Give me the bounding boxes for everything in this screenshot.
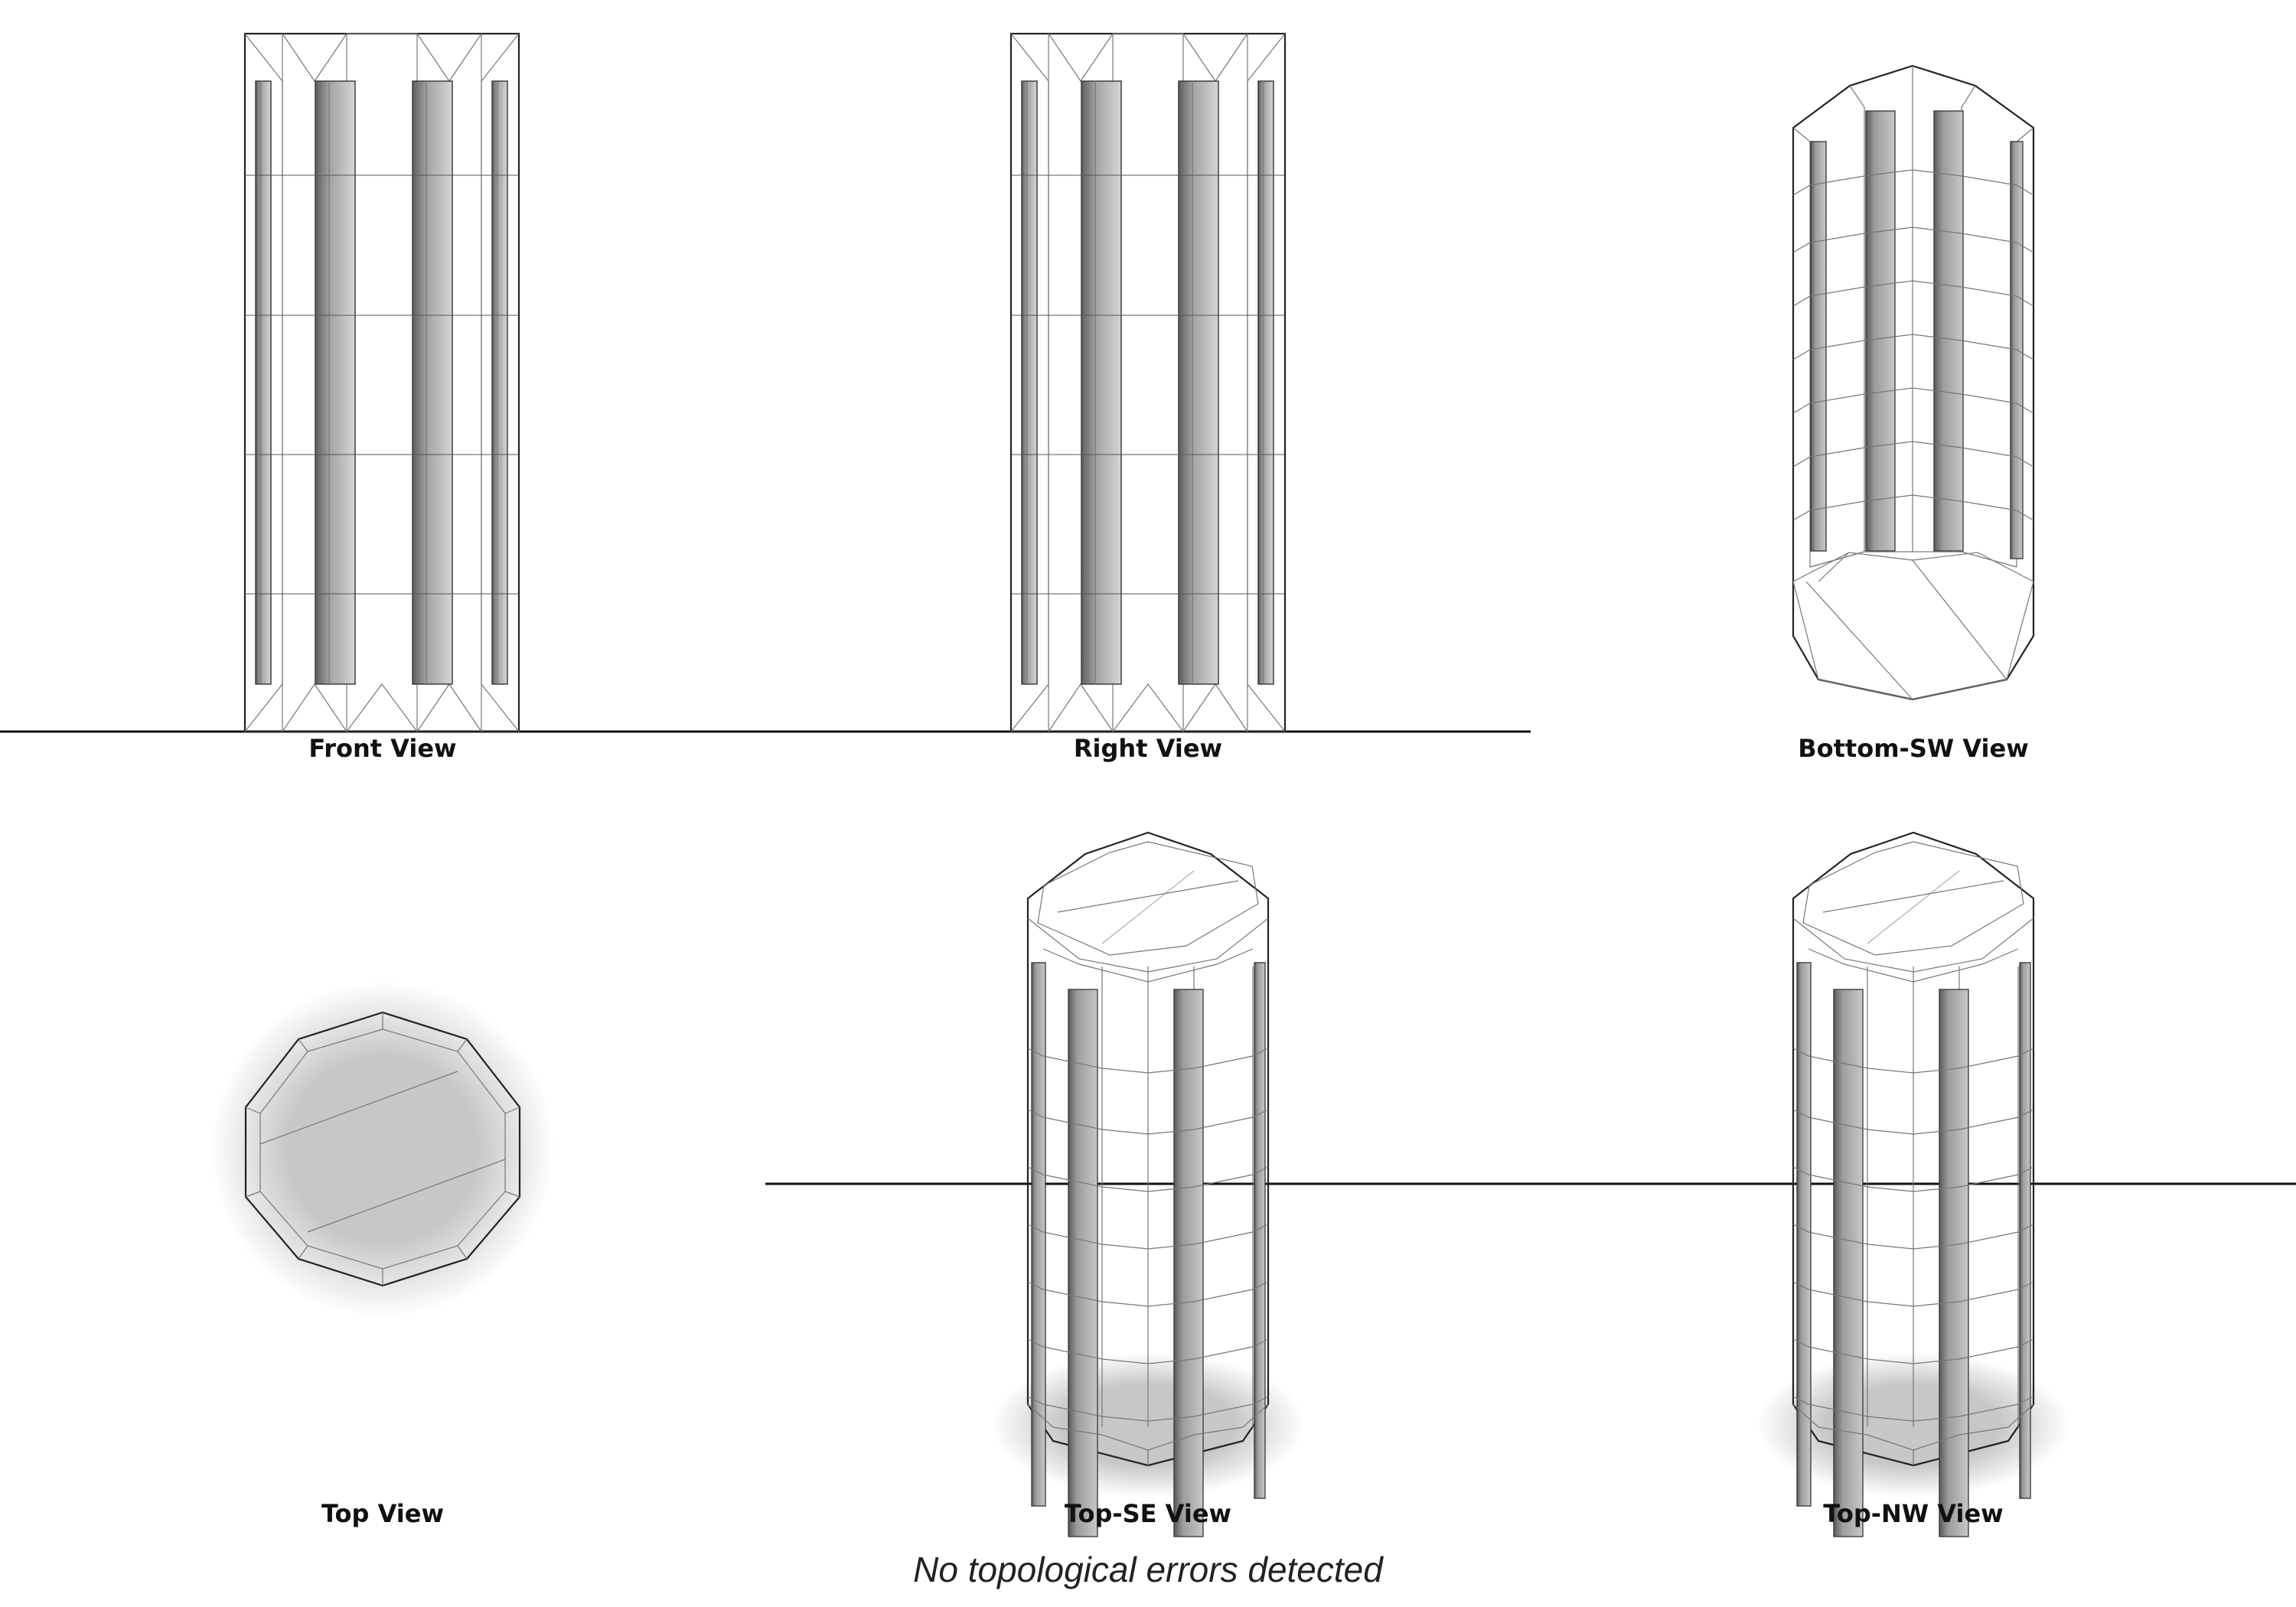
top-nw-view (1756, 831, 2070, 1537)
flute-groove (1933, 110, 1964, 552)
flute-groove (1257, 80, 1274, 685)
flute-groove (1833, 989, 1864, 1537)
bottom-sw-view (1792, 64, 2035, 701)
flute-groove (1031, 962, 1046, 1507)
flute-groove (1081, 80, 1122, 685)
top-cap (1802, 841, 2024, 956)
top-se-view-label: Top-SE View (1065, 1499, 1231, 1528)
flute-groove (1173, 989, 1204, 1537)
flute-groove (491, 80, 508, 685)
flute-groove (1810, 141, 1827, 552)
status-message: No topological errors detected (913, 1550, 1384, 1589)
flute-groove (1865, 110, 1896, 552)
column-outline (1009, 32, 1287, 733)
front-view-label: Front View (308, 734, 456, 763)
flute-groove (1939, 989, 1969, 1537)
top-se-view (991, 831, 1305, 1537)
right-view-label: Right View (1074, 734, 1222, 763)
flute-groove (315, 80, 356, 685)
top-view-label: Top View (321, 1499, 444, 1528)
bottom-sw-view-label: Bottom-SW View (1798, 734, 2029, 763)
front-view (243, 32, 520, 733)
flute-groove (1021, 80, 1038, 685)
flute-groove (1068, 989, 1098, 1537)
flute-groove (1254, 962, 1266, 1499)
top-cap (1037, 841, 1259, 956)
top-view (210, 981, 555, 1318)
flute-groove (2019, 962, 2031, 1499)
right-view (1009, 32, 1287, 733)
flute-groove (255, 80, 272, 685)
flute-groove (1796, 962, 1812, 1507)
column-outline (243, 32, 520, 733)
flute-groove (1178, 80, 1219, 685)
flute-groove (412, 80, 453, 685)
top-nw-view-label: Top-NW View (1823, 1499, 2003, 1528)
